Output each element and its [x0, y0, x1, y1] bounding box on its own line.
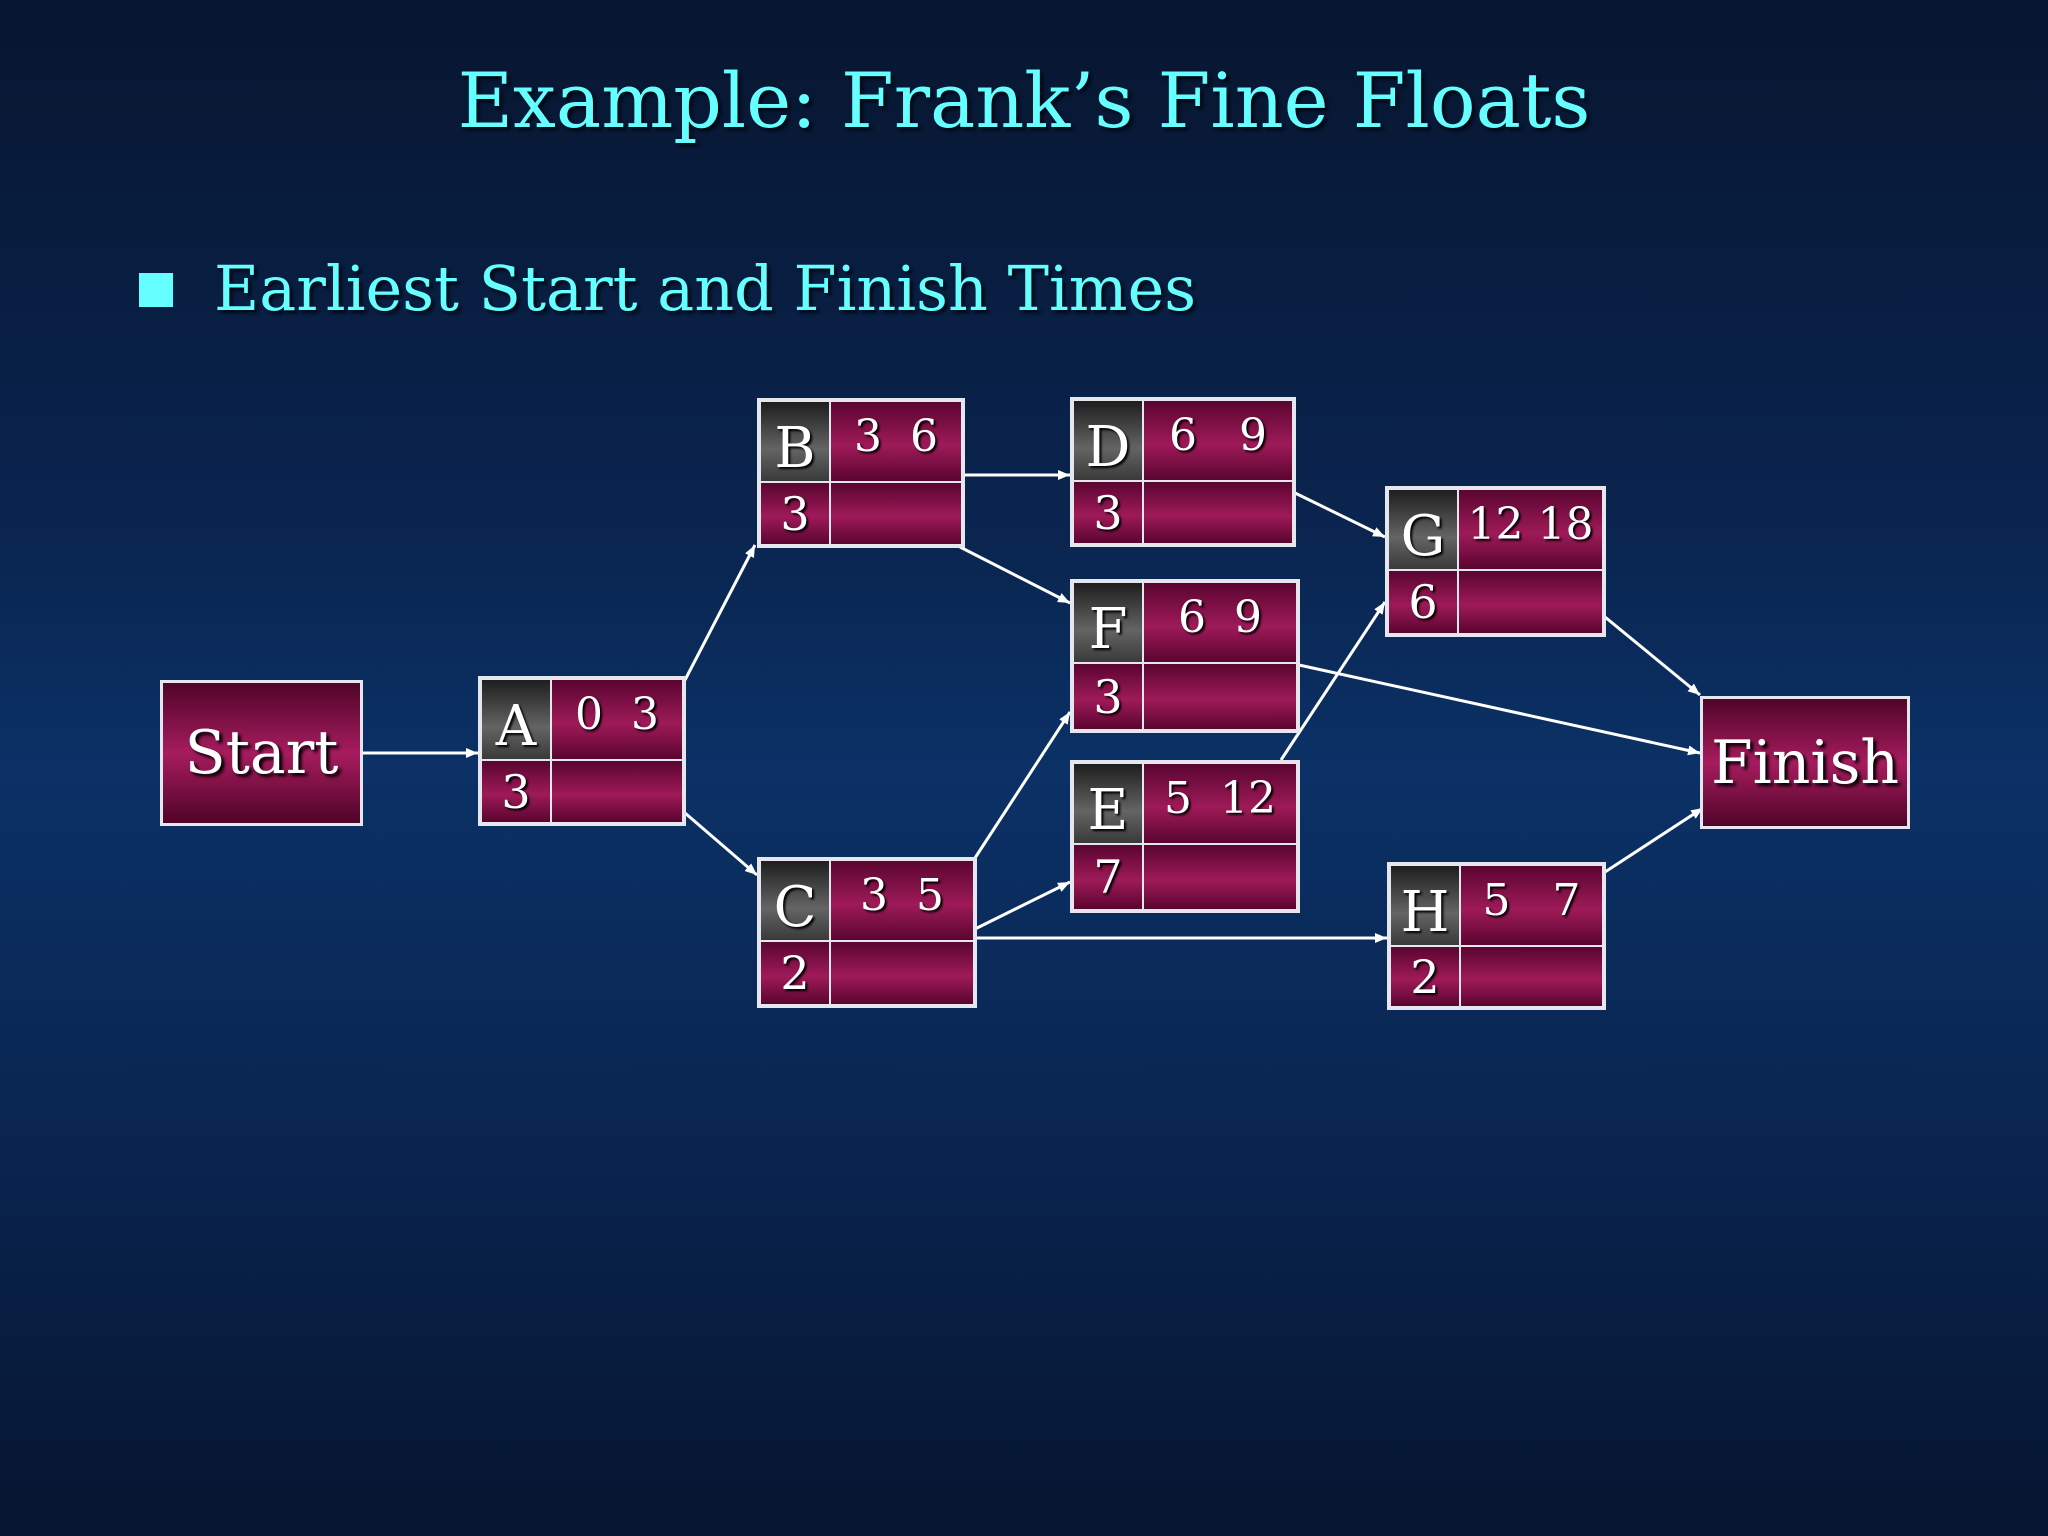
edge-a-b	[683, 544, 757, 681]
activity-letter: F	[1073, 582, 1143, 663]
edge-a-c	[684, 811, 758, 877]
activity-letter: C	[760, 860, 830, 941]
activity-times: 6 9	[1143, 582, 1297, 663]
edge-e-g	[1279, 601, 1387, 761]
edge-c-f	[973, 711, 1072, 859]
activity-node-e: E 5 12 7	[1070, 760, 1300, 913]
finish-node: Finish	[1700, 696, 1910, 829]
activity-empty-cell	[830, 941, 974, 1005]
slide-title: Example: Frank’s Fine Floats	[457, 56, 1591, 145]
activity-duration: 3	[1073, 481, 1143, 544]
activity-empty-cell	[551, 760, 683, 823]
start-node: Start	[160, 680, 363, 826]
activity-duration: 6	[1388, 570, 1458, 634]
activity-letter: D	[1073, 400, 1143, 481]
activity-node-g: G 12 18 6	[1385, 486, 1606, 637]
activity-letter: B	[760, 401, 830, 482]
activity-node-h: H 5 7 2	[1387, 862, 1606, 1010]
activity-times: 5 7	[1460, 865, 1603, 946]
activity-times: 5 12	[1143, 763, 1297, 844]
activity-times: 3 5	[830, 860, 974, 941]
activity-duration: 3	[1073, 663, 1143, 730]
activity-duration: 2	[1390, 946, 1460, 1007]
activity-empty-cell	[1143, 663, 1297, 730]
activity-times: 6 9	[1143, 400, 1293, 481]
activity-empty-cell	[830, 482, 962, 545]
activity-letter: E	[1073, 763, 1143, 844]
bullet-text: Earliest Start and Finish Times	[214, 252, 1197, 325]
activity-node-a: A 0 3 3	[478, 676, 686, 826]
edge-b-f	[959, 545, 1071, 605]
activity-empty-cell	[1460, 946, 1603, 1007]
bullet-square-icon	[139, 273, 173, 307]
activity-empty-cell	[1143, 844, 1297, 910]
edge-d-g	[1292, 490, 1386, 539]
activity-empty-cell	[1143, 481, 1293, 544]
activity-duration: 2	[760, 941, 830, 1005]
edge-g-finish	[1604, 615, 1701, 697]
edge-h-finish	[1604, 806, 1704, 874]
activity-letter: H	[1390, 865, 1460, 946]
activity-node-c: C 3 5 2	[757, 857, 977, 1008]
activity-duration: 3	[760, 482, 830, 545]
activity-empty-cell	[1458, 570, 1603, 634]
activity-node-b: B 3 6 3	[757, 398, 965, 548]
activity-letter: A	[481, 679, 551, 760]
edge-f-finish	[1298, 663, 1701, 756]
activity-node-d: D 6 9 3	[1070, 397, 1296, 547]
activity-letter: G	[1388, 489, 1458, 570]
activity-times: 0 3	[551, 679, 683, 760]
activity-times: 12 18	[1458, 489, 1603, 570]
activity-times: 3 6	[830, 401, 962, 482]
activity-node-f: F 6 9 3	[1070, 579, 1300, 733]
activity-duration: 3	[481, 760, 551, 823]
edge-c-e	[974, 880, 1071, 931]
activity-duration: 7	[1073, 844, 1143, 910]
